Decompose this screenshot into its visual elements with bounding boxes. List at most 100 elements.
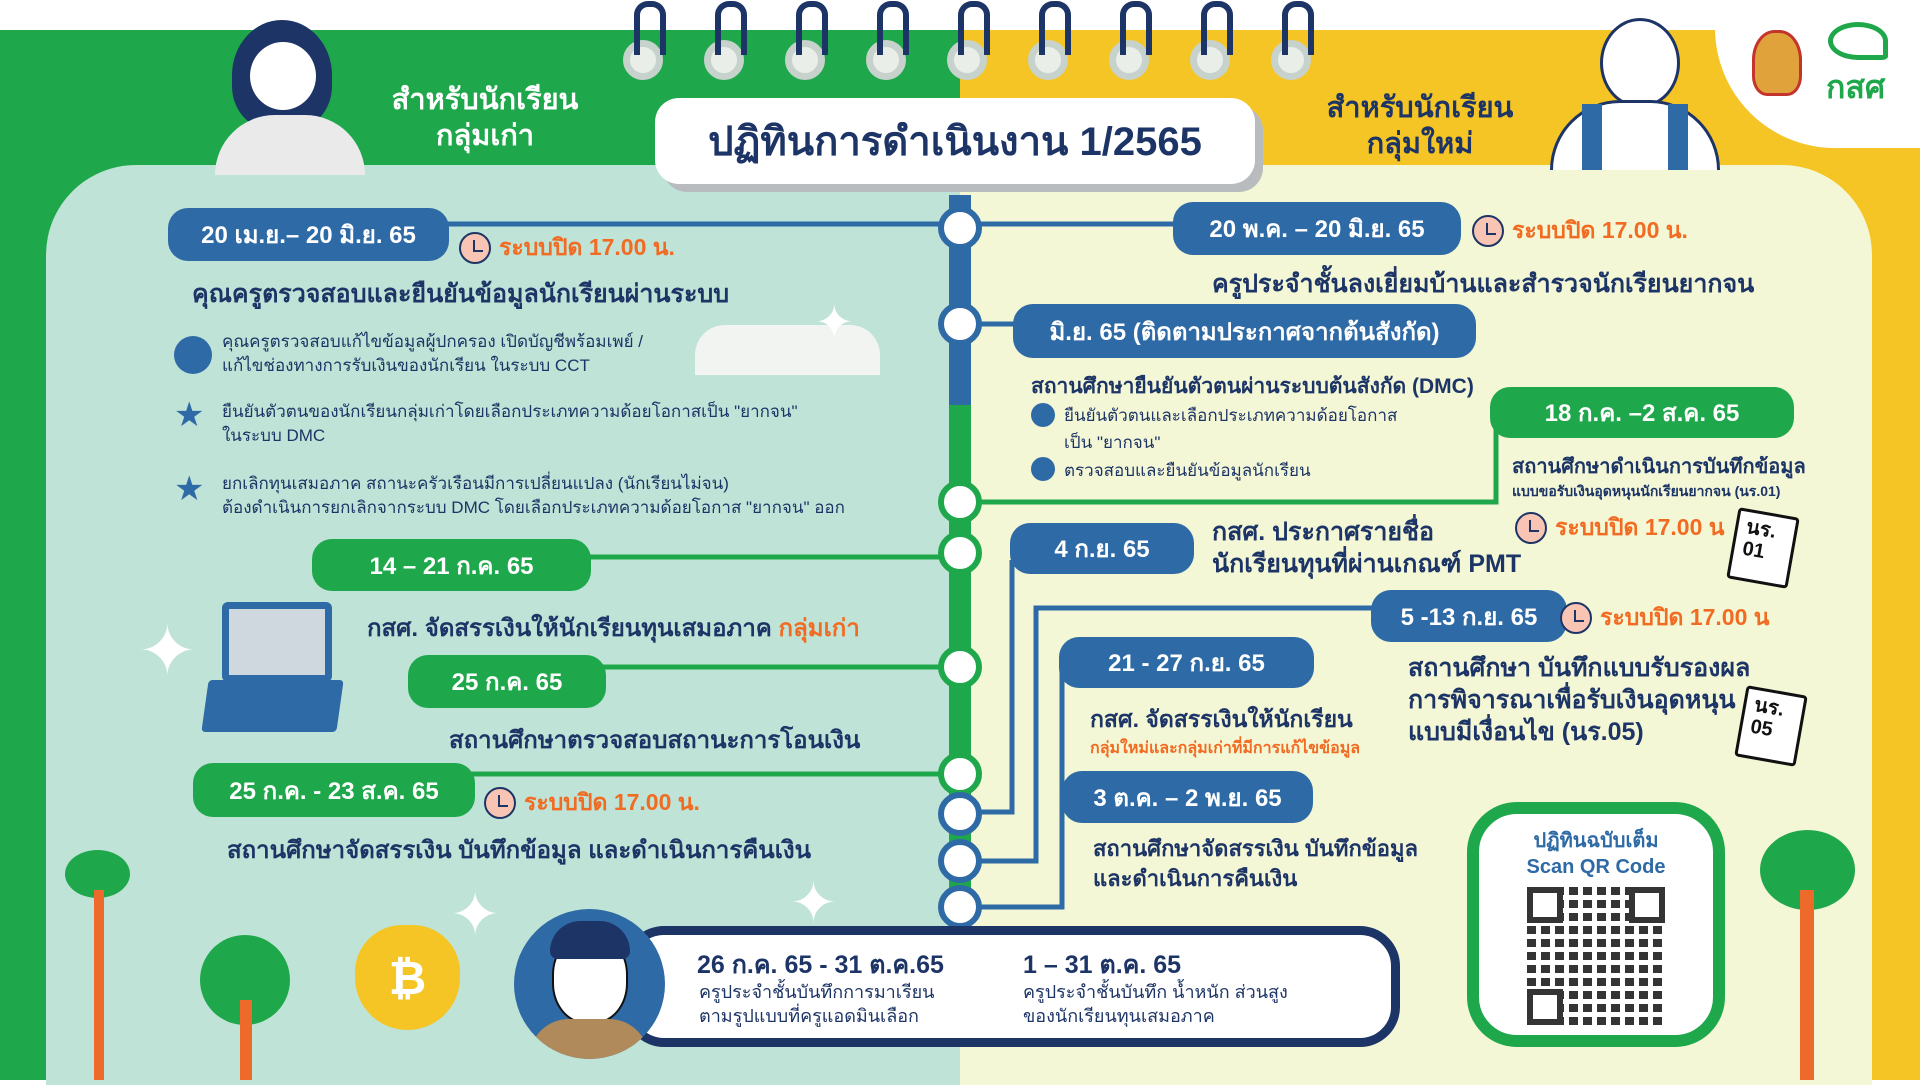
backpack-strap-icon — [1668, 104, 1688, 170]
qr-code-card[interactable]: ปฏิทินฉบับเต็ม Scan QR Code — [1467, 802, 1725, 1047]
step-text-line: และดำเนินการคืนเงิน — [1093, 866, 1298, 891]
spiral-ring-icon — [1109, 1, 1152, 80]
teacher-hair-icon — [550, 921, 630, 959]
date-pill: 21 - 27 ก.ย. 65 — [1059, 637, 1314, 688]
bullet-line: คุณครูตรวจสอบแก้ไขข้อมูลผู้ปกครอง เปิดบั… — [222, 332, 643, 351]
close-time-text: ระบบปิด 17.00 น. — [524, 789, 700, 815]
spiral-ring-icon — [704, 1, 747, 80]
date-pill: 14 – 21 ก.ค. 65 — [312, 539, 591, 591]
system-close-note: ระบบปิด 17.00 น — [1515, 510, 1725, 546]
timeline-node — [938, 885, 982, 929]
close-time-text: ระบบปิด 17.00 น. — [1512, 217, 1688, 243]
bullet-circle-icon — [1031, 457, 1055, 481]
bullet-text: เป็น "ยากจน" — [1064, 433, 1161, 452]
bottom-text-line: ครูประจำชั้นบันทึก น้ำหนัก ส่วนสูง — [1023, 982, 1288, 1002]
bullet-text: ตรวจสอบและยืนยันข้อมูลนักเรียน — [1064, 461, 1311, 480]
step-text-line: สถานศึกษาจัดสรรเงิน บันทึกข้อมูล — [1093, 836, 1418, 861]
system-close-note: ระบบปิด 17.00 น. — [459, 230, 675, 266]
attendance-info-bar — [624, 926, 1400, 1047]
form-document-icon: นร.05 — [1734, 685, 1808, 767]
laptop-icon — [222, 602, 332, 682]
bullet-line: ยกเลิกทุนเสมอภาค สถานะครัวเรือนมีการเปลี… — [222, 474, 729, 493]
step-heading: คุณครูตรวจสอบและยืนยันข้อมูลนักเรียนผ่าน… — [192, 280, 730, 308]
step-text: กสศ. ประกาศรายชื่อนักเรียนทุนที่ผ่านเกณฑ… — [1212, 516, 1521, 580]
clock-icon — [484, 787, 516, 819]
step-text: ครูประจำชั้นลงเยี่ยมบ้านและสำรวจนักเรียน… — [1212, 270, 1755, 298]
old-group-label-line1: สำหรับนักเรียน — [391, 84, 579, 116]
step-text-main: กสศ. จัดสรรเงินให้นักเรียนทุนเสมอภาค — [367, 615, 772, 642]
system-close-note: ระบบปิด 17.00 น — [1560, 600, 1770, 636]
date-pill: 18 ก.ค. –2 ส.ค. 65 — [1490, 387, 1794, 438]
qr-caption: Scan QR Code — [1526, 856, 1666, 878]
new-group-label-line2: กลุ่มใหม่ — [1366, 128, 1474, 160]
step-text-highlight: กลุ่มเก่า — [778, 615, 860, 642]
close-time-text: ระบบปิด 17.00 น — [1555, 514, 1725, 540]
bottom-text: ครูประจำชั้นบันทึก น้ำหนัก ส่วนสูงของนัก… — [1023, 980, 1288, 1028]
sparkle-icon: ✦ — [815, 296, 854, 348]
timeline-node — [938, 480, 982, 524]
timeline-node — [938, 531, 982, 575]
sparkle-icon: ✦ — [138, 612, 197, 690]
tree-trunk-icon — [94, 890, 104, 1080]
close-time-text: ระบบปิด 17.00 น. — [499, 234, 675, 260]
new-group-label: สำหรับนักเรียนกลุ่มใหม่ — [1305, 90, 1535, 162]
spiral-ring-icon — [1190, 1, 1233, 80]
page-title: ปฏิทินการดำเนินงาน 1/2565 — [655, 98, 1255, 184]
timeline-node — [938, 302, 982, 346]
date-pill: 25 ก.ค. - 23 ส.ค. 65 — [193, 763, 475, 817]
sparkle-icon: ✦ — [790, 871, 837, 934]
teacher-uniform-icon — [529, 1019, 649, 1059]
close-time-text: ระบบปิด 17.00 น — [1600, 604, 1770, 630]
logo-text: กสศ — [1826, 69, 1886, 105]
bottom-date: 26 ก.ค. 65 - 31 ต.ค.65 — [697, 951, 944, 979]
step-text: สถานศึกษาดำเนินการบันทึกข้อมูล — [1512, 456, 1806, 478]
qr-caption: ปฏิทินฉบับเต็ม — [1533, 830, 1659, 852]
sparkle-icon: ✦ — [450, 881, 501, 948]
ministry-emblem-icon — [1752, 30, 1802, 96]
clock-icon — [1472, 215, 1504, 247]
bottom-text: ครูประจำชั้นบันทึกการมาเรียนตามรูปแบบที่… — [699, 980, 934, 1028]
connector-line — [960, 605, 1380, 864]
step-text-line: แบบมีเงื่อนไข (นร.05) — [1408, 718, 1644, 746]
bullet-star-icon: ★ — [174, 470, 205, 508]
bullet-line: แก้ไขช่องทางการรับเงินของนักเรียน ในระบบ… — [222, 356, 590, 375]
spiral-ring-icon — [1271, 1, 1314, 80]
bullet-text: คุณครูตรวจสอบแก้ไขข้อมูลผู้ปกครอง เปิดบั… — [222, 330, 643, 378]
step-text-line: การพิจารณาเพื่อรับเงินอุดหนุน — [1408, 686, 1736, 714]
bullet-line: ต้องดำเนินการยกเลิกจากระบบ DMC โดยเลือกป… — [222, 498, 845, 517]
qr-code-icon[interactable] — [1527, 887, 1665, 1025]
clock-icon — [1560, 602, 1592, 634]
bottom-text-line: ครูประจำชั้นบันทึกการมาเรียน — [699, 982, 935, 1002]
teacher-avatar — [514, 909, 665, 1059]
timeline-node — [938, 752, 982, 796]
tree-trunk-icon — [1800, 890, 1814, 1080]
timeline-node — [938, 645, 982, 689]
eef-logo-icon — [1828, 22, 1888, 60]
step-text: สถานศึกษาจัดสรรเงิน บันทึกข้อมูลและดำเนิ… — [1093, 834, 1418, 894]
step-text: สถานศึกษา บันทึกแบบรับรองผลการพิจารณาเพื… — [1408, 652, 1750, 748]
bullet-text: ยืนยันตัวตนของนักเรียนกลุ่มเก่าโดยเลือกป… — [222, 400, 798, 448]
spiral-ring-icon — [866, 1, 909, 80]
bullet-text: ยกเลิกทุนเสมอภาค สถานะครัวเรือนมีการเปลี… — [222, 472, 845, 520]
laptop-keyboard-icon — [201, 680, 344, 732]
old-group-label-line2: กลุ่มเก่า — [435, 120, 535, 152]
timeline-node — [938, 839, 982, 883]
date-pill: 4 ก.ย. 65 — [1010, 523, 1194, 574]
bullet-text: ยืนยันตัวตนและเลือกประเภทความด้อยโอกาส — [1064, 406, 1398, 425]
old-group-label: สำหรับนักเรียนกลุ่มเก่า — [370, 82, 600, 154]
spiral-ring-icon — [947, 1, 990, 80]
step-text: กสศ. จัดสรรเงินให้นักเรียนทุนเสมอภาค กลุ… — [367, 608, 860, 647]
date-pill: 20 พ.ค. – 20 มิ.ย. 65 — [1173, 202, 1461, 255]
bottom-date: 1 – 31 ต.ค. 65 — [1023, 951, 1182, 979]
bottom-text-line: ของนักเรียนทุนเสมอภาค — [1023, 1006, 1215, 1026]
bullet-line: ยืนยันตัวตนของนักเรียนกลุ่มเก่าโดยเลือกป… — [222, 402, 798, 421]
cloud-icon — [695, 325, 880, 375]
date-pill: 3 ต.ค. – 2 พ.ย. 65 — [1062, 771, 1313, 823]
spiral-ring-icon — [1028, 1, 1071, 80]
bullet-circle-icon — [174, 336, 212, 374]
timeline-node — [938, 206, 982, 250]
step-text-line: กสศ. ประกาศรายชื่อ — [1212, 518, 1435, 546]
date-pill: 5 -13 ก.ย. 65 — [1371, 590, 1567, 642]
money-bag-icon: ₿ — [355, 925, 460, 1030]
bottom-text-line: ตามรูปแบบที่ครูแอดมินเลือก — [699, 1006, 919, 1026]
